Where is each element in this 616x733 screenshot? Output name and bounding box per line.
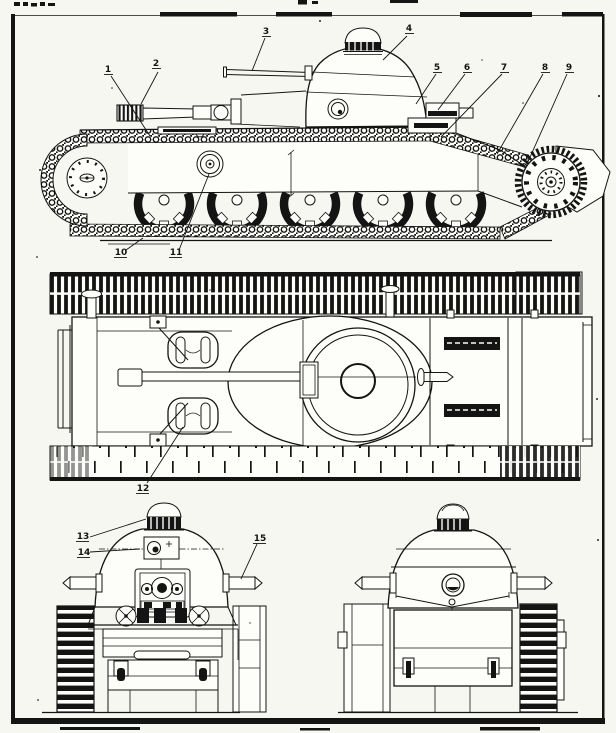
callout-13: 13	[76, 518, 147, 542]
plan-view: 12	[49, 271, 593, 494]
turret-side	[305, 46, 428, 128]
episcope-box	[143, 536, 180, 570]
front-view: 13 14 15	[42, 502, 267, 714]
cupola-side	[343, 27, 383, 55]
callout-3: 3	[251, 27, 271, 72]
callout-label: 5	[434, 63, 440, 73]
plan-track-top	[49, 271, 583, 315]
callout-1: 1	[104, 65, 151, 137]
suspension-bogie-upper	[167, 331, 219, 369]
plan-track-bottom	[49, 445, 581, 481]
callout-9: 9	[526, 63, 574, 165]
suspension-bogie-lower	[167, 397, 219, 435]
rear-sprocket	[514, 145, 611, 219]
scan-noise	[36, 20, 601, 701]
front-idler-wheel	[66, 157, 108, 199]
centerline-mark	[287, 149, 295, 199]
callout-4: 4	[382, 24, 414, 61]
callout-label: 8	[542, 63, 548, 73]
rear-hull	[393, 609, 513, 712]
callout-8: 8	[496, 63, 550, 155]
callout-5: 5	[415, 63, 442, 105]
road-wheels	[138, 193, 482, 230]
rear-episcope	[441, 573, 465, 597]
callout-label: 10	[115, 248, 128, 258]
plan-turret	[227, 315, 433, 449]
antenna-rod	[223, 65, 313, 81]
front-mantlet	[134, 568, 191, 618]
callout-label: 7	[501, 63, 507, 73]
ground-line	[100, 239, 552, 245]
callout-12: 12	[136, 426, 184, 494]
rear-track-right	[519, 603, 567, 713]
scan-frame	[11, 0, 605, 731]
callout-label: 13	[77, 532, 90, 542]
rear-view	[337, 503, 578, 714]
callout-label: 12	[137, 484, 150, 494]
callout-label: 1	[105, 65, 111, 75]
callout-label: 2	[153, 59, 159, 69]
turret-side-rods-front	[62, 573, 263, 593]
gun-assembly	[116, 90, 307, 128]
callout-6: 6	[437, 63, 472, 111]
callout-2: 2	[140, 59, 161, 105]
plan-gun	[117, 361, 454, 399]
rear-cupola	[434, 503, 472, 532]
side-view: 1 2 3 4 5 6 7	[40, 24, 611, 258]
callout-14: 14	[77, 548, 141, 558]
front-track-right	[232, 605, 267, 713]
turret-side-rods-rear	[354, 572, 553, 594]
engine-deck-side	[407, 102, 524, 166]
rear-plate-top	[395, 592, 510, 612]
callout-label: 6	[464, 63, 470, 73]
callout-11: 11	[169, 173, 210, 258]
callout-label: 4	[406, 24, 412, 34]
callout-label: 3	[263, 27, 269, 37]
callout-label: 15	[254, 534, 267, 544]
callout-label: 14	[78, 548, 91, 558]
front-cupola	[144, 502, 184, 531]
callout-label: 9	[566, 63, 572, 73]
callout-label: 11	[170, 248, 183, 258]
return-roller-hub	[196, 150, 224, 178]
rear-track-left	[337, 603, 391, 713]
front-track-left	[56, 605, 95, 713]
rear-turret	[387, 529, 519, 609]
front-hull	[87, 605, 239, 712]
callout-10: 10	[114, 237, 144, 258]
callout-15: 15	[240, 534, 267, 580]
callout-7: 7	[440, 63, 509, 138]
